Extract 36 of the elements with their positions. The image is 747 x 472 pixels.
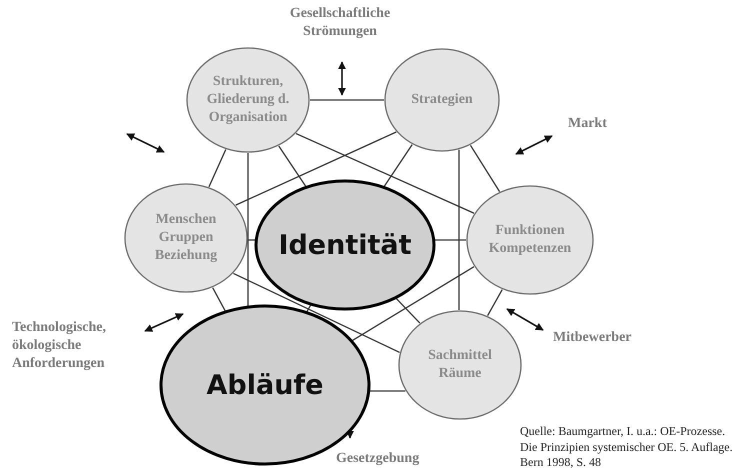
node-label: Abläufe bbox=[206, 370, 324, 400]
node-label: Strategien bbox=[410, 90, 474, 109]
influence-label: Markt bbox=[568, 115, 608, 133]
node-label: Identität bbox=[278, 230, 412, 260]
connector-line bbox=[384, 144, 413, 187]
node-label: Funktionen Kompetenzen bbox=[488, 222, 572, 258]
influence-label: Mitbewerber bbox=[553, 329, 633, 347]
ellipse-node bbox=[186, 47, 310, 153]
ellipse-node bbox=[398, 310, 522, 420]
connector-line bbox=[434, 239, 466, 241]
influence-label: Technologische, ökologische Anforderungen bbox=[12, 319, 107, 374]
connector-line bbox=[310, 99, 384, 101]
connector-line bbox=[487, 289, 503, 316]
connector-line bbox=[208, 149, 226, 188]
ellipse-node bbox=[384, 48, 500, 152]
connector-line bbox=[470, 144, 500, 192]
node-label: Strukturen, Gliederung d. Organisation bbox=[206, 72, 290, 128]
connector-line bbox=[306, 304, 312, 312]
connector-line bbox=[212, 287, 226, 312]
influence-label: Gesellschaftliche Strömungen bbox=[288, 5, 392, 42]
ellipse-node bbox=[124, 183, 248, 293]
node-label: Sachmittel Räume bbox=[427, 346, 493, 383]
connector-line bbox=[458, 150, 460, 310]
ellipse-node bbox=[255, 180, 435, 310]
ellipse-node bbox=[466, 185, 594, 295]
connector-line bbox=[235, 131, 397, 206]
connector-line bbox=[278, 146, 306, 187]
connector-line bbox=[233, 272, 400, 354]
source-note: Quelle: Baumgartner, I. u.a.: OE-Prozesse. Die Prinzipien systemischer OE. 5. Auflage. Bern 1998, S. 48 bbox=[520, 424, 734, 471]
connector-line bbox=[352, 266, 474, 342]
connector-line bbox=[247, 153, 249, 306]
connector-line bbox=[296, 132, 474, 214]
node-label: Menschen Gruppen Beziehung bbox=[154, 210, 218, 266]
connector-line bbox=[370, 390, 406, 392]
connector-line bbox=[396, 298, 420, 324]
influence-label: Gesetzgebung bbox=[336, 450, 420, 468]
